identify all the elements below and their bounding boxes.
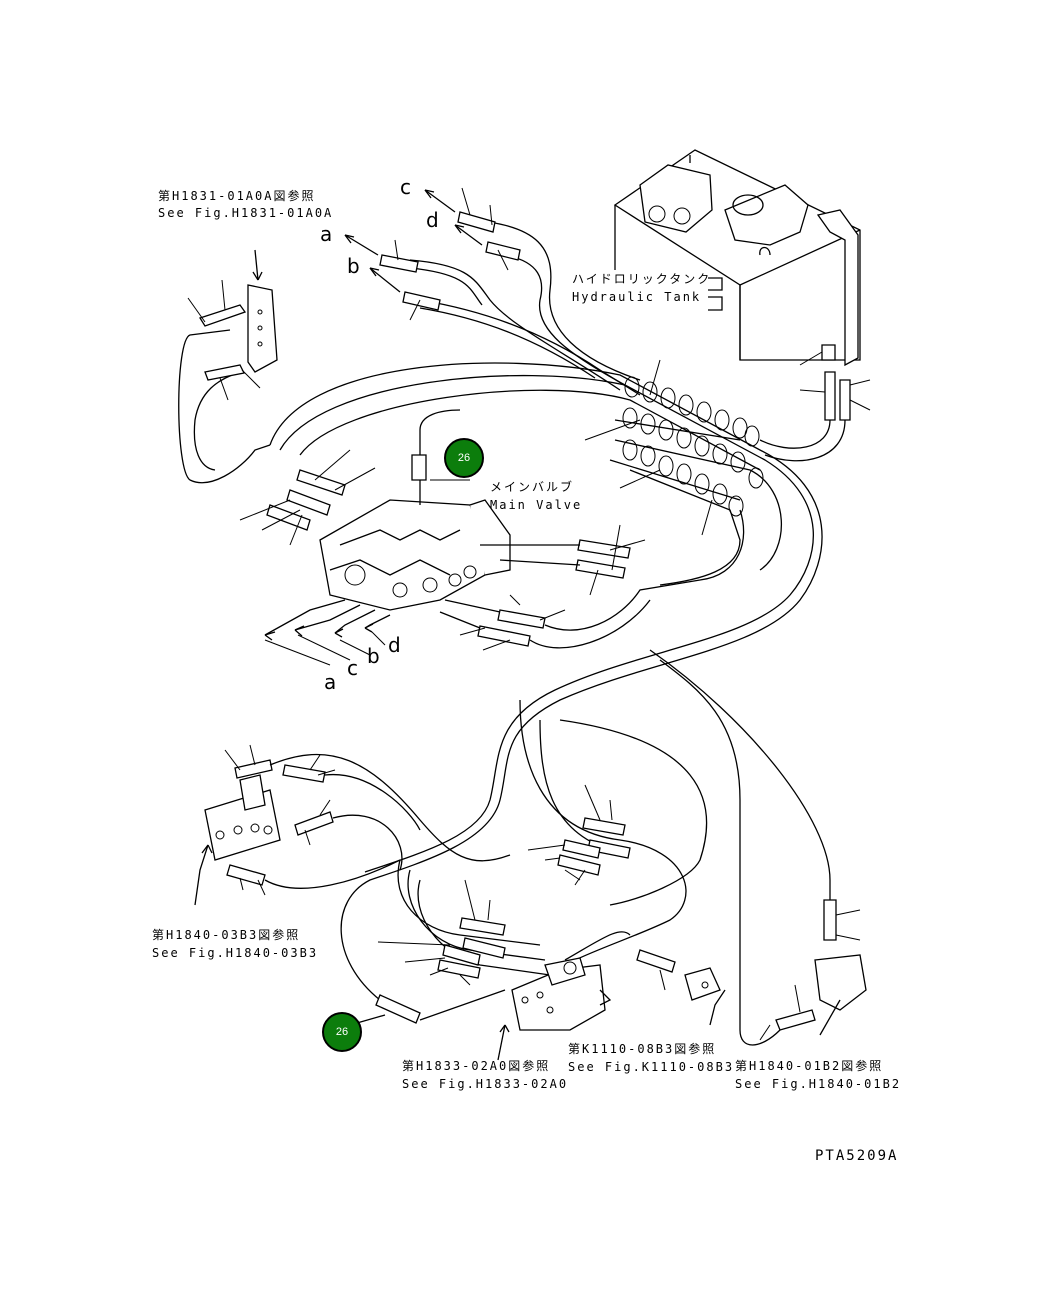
drawing-code: PTA5209A — [815, 1148, 899, 1164]
hydraulic-tank — [613, 149, 861, 367]
lower-center-hoses — [377, 699, 708, 986]
ref-h1831-jp: 第H1831-01A0A図参照 — [158, 189, 316, 203]
main-valve-fittings — [239, 449, 745, 651]
main-valve — [319, 409, 511, 611]
ref-k1110-jp: 第K1110-08B3図参照 — [568, 1042, 717, 1056]
lower-callout-hose — [349, 989, 506, 1026]
tank-fittings — [759, 344, 871, 462]
connector-a-top: a — [320, 222, 333, 246]
ref-h1840-01-jp: 第H1840-01B2図参照 — [735, 1059, 884, 1073]
connector-d-top: d — [426, 208, 439, 232]
left-upper-loop — [178, 249, 278, 484]
hydraulic-tank-jp: ハイドロリックタンク — [572, 272, 712, 286]
ref-h1833-jp: 第H1833-02A0図参照 — [402, 1059, 551, 1073]
upper-hoses — [409, 219, 641, 396]
callout-upper: 26 — [444, 438, 484, 478]
connector-b-top: b — [347, 254, 360, 278]
top-arrows — [344, 187, 521, 321]
valve-arrows — [264, 599, 391, 666]
ref-h1833-en: See Fig.H1833-02A0 — [402, 1077, 569, 1091]
connector-d-bottom: d — [388, 633, 401, 657]
lower-left-block — [194, 744, 511, 906]
hydraulic-tank-en: Hydraulic Tank — [572, 290, 702, 304]
main-valve-jp: メインバルブ — [490, 480, 575, 494]
hose-bundle — [269, 359, 823, 1001]
ref-h1831-en: See Fig.H1831-01A0A — [158, 206, 334, 220]
ref-h1840-01-en: See Fig.H1840-01B2 — [735, 1077, 902, 1091]
connector-b-bottom: b — [367, 644, 380, 668]
main-valve-en: Main Valve — [490, 498, 583, 512]
ref-h1840-03-en: See Fig.H1840-03B3 — [152, 946, 319, 960]
connector-c-top: c — [400, 175, 411, 199]
callout-lower: 26 — [322, 1012, 362, 1052]
bottom-center-block — [497, 931, 631, 1061]
connector-c-bottom: c — [347, 656, 358, 680]
connector-a-bottom: a — [324, 670, 337, 694]
k1110-block — [636, 949, 726, 1026]
ref-h1840-03-jp: 第H1840-03B3図参照 — [152, 928, 301, 942]
right-long-hose — [649, 649, 867, 1046]
ref-k1110-en: See Fig.K1110-08B3 — [568, 1060, 735, 1074]
